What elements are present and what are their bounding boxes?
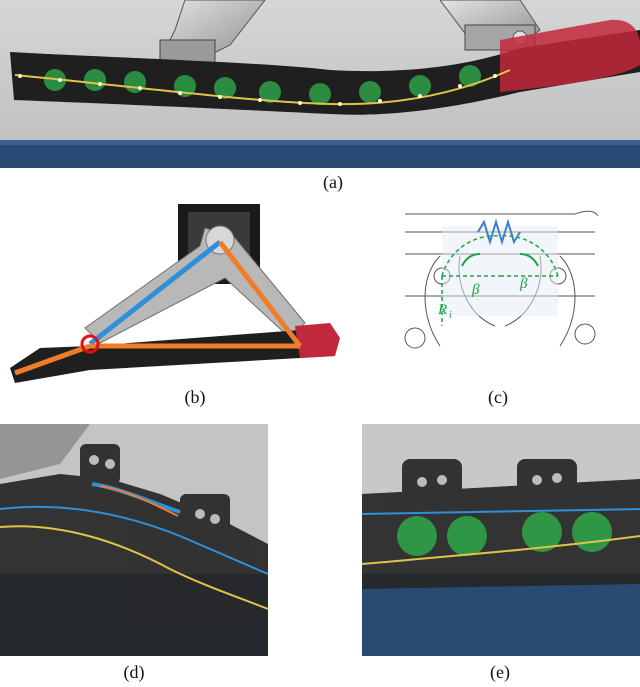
orange-link-line-1 [218, 240, 302, 348]
finger-track-b [10, 330, 335, 383]
panel-a-render [0, 0, 640, 168]
green-balls-e [397, 512, 612, 556]
track-links-d [0, 444, 268, 656]
red-tip [500, 19, 640, 93]
blue-line-e [362, 508, 640, 515]
label-r: R [437, 302, 447, 318]
panel-b-schematic [0, 198, 345, 383]
panel-b-render [0, 198, 345, 383]
yellow-path [14, 69, 511, 106]
red-tip-b [295, 323, 340, 358]
linkage-arm [84, 227, 306, 344]
panel-e-simulation-closeup [362, 424, 640, 656]
caption-a: (a) [323, 172, 343, 192]
panel-d-simulation-closeup [0, 424, 268, 656]
caption-b: (b) [184, 387, 206, 407]
path-points [18, 74, 497, 106]
panel-c-render: R i β β [400, 196, 600, 376]
panel-d-render [0, 424, 268, 656]
label-beta-right: β [519, 276, 528, 292]
label-r-subscript: i [449, 310, 452, 321]
blue-line-d [0, 505, 268, 575]
caption-e: (e) [490, 662, 510, 682]
blue-link-line [88, 240, 222, 346]
yellow-path-d [0, 525, 268, 610]
track-links-e [362, 459, 640, 589]
finger-track [10, 30, 640, 115]
orange-link-line-3 [14, 343, 91, 376]
panel-a-simulation [0, 0, 640, 168]
panel-e-render [362, 424, 640, 656]
panel-c-diagram: R i β β [400, 196, 600, 376]
caption-c: (c) [488, 387, 508, 407]
yellow-path-e [362, 535, 640, 565]
caption-d: (d) [123, 662, 145, 682]
orange-arc-d [99, 485, 179, 517]
angle-arrows [461, 253, 539, 267]
rotation-arcs [441, 235, 559, 326]
red-marker-circle [80, 334, 100, 354]
spring [477, 218, 521, 246]
label-beta-left: β [471, 282, 480, 298]
